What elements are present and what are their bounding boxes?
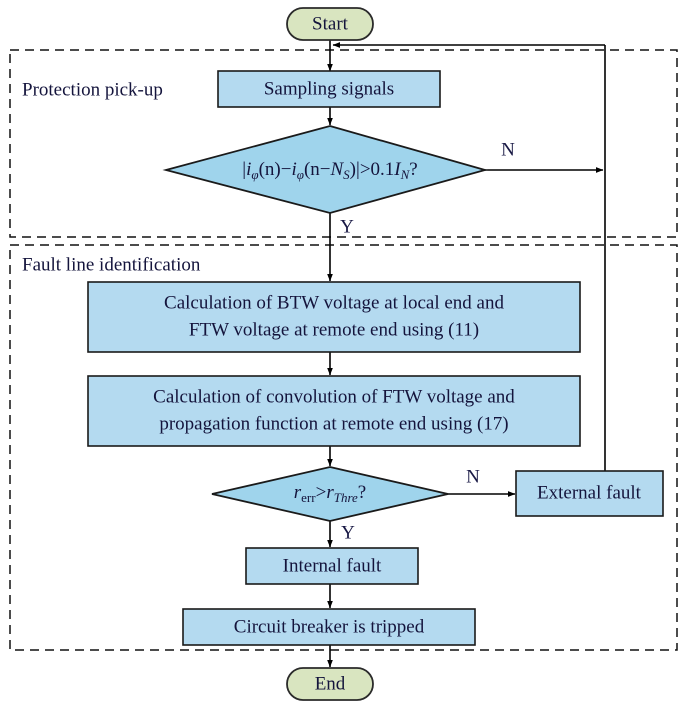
formula-bar-open: | [242, 159, 246, 180]
branch-label-threshold-yes: Y [341, 522, 355, 543]
calc-btw-line2: FTW voltage at remote end using (11) [189, 319, 479, 340]
end-capsule [286, 667, 374, 701]
threshold-r1: r [294, 482, 302, 503]
calc-btw-box [87, 281, 581, 353]
threshold-qmark: ? [358, 482, 366, 503]
node-end[interactable]: End [286, 667, 374, 701]
sampling-signals-box [217, 70, 441, 108]
branch-label-threshold-no: N [466, 466, 480, 487]
node-decision-threshold[interactable]: rerr>rThre? [211, 466, 449, 522]
formula-qmark: ? [409, 159, 417, 180]
node-external-fault[interactable]: External fault [515, 470, 664, 517]
formula-sub-N: N [400, 167, 411, 182]
group-protection-label: Protection pick-up [22, 79, 163, 100]
calc-convolution-box [87, 375, 581, 447]
decision-pickup-formula: |iφ(n)−iφ(n−NS)|>0.1IN? [242, 159, 417, 182]
external-fault-label: External fault [537, 482, 642, 503]
formula-p1: (n) [259, 159, 281, 180]
node-internal-fault[interactable]: Internal fault [245, 547, 419, 585]
group-protection-box [9, 49, 678, 238]
formula-gt: > [360, 159, 371, 180]
group-fault-box [9, 244, 678, 651]
formula-p2-close: ) [350, 159, 356, 180]
group-fault-label: Fault line identification [22, 254, 201, 275]
formula-sub-phi2: φ [297, 167, 304, 182]
decision-pickup-diamond [162, 125, 489, 214]
node-start[interactable]: Start [286, 7, 374, 41]
branch-label-pickup-yes: Y [340, 216, 354, 237]
external-fault-box [515, 470, 664, 517]
formula-sub-S: S [343, 167, 350, 182]
formula-value: 0.1 [371, 159, 395, 180]
node-calc-btw[interactable]: Calculation of BTW voltage at local end … [87, 281, 581, 353]
calc-convolution-line2: propagation function at remote end using… [159, 413, 508, 434]
node-sampling-signals[interactable]: Sampling signals [217, 70, 441, 108]
internal-fault-box [245, 547, 419, 585]
formula-i2: i [291, 159, 296, 180]
formula-i1: i [246, 159, 251, 180]
branch-label-pickup-no: N [501, 139, 515, 160]
threshold-sub-thre: Thre [334, 490, 358, 505]
end-label: End [315, 673, 346, 694]
node-decision-pickup[interactable]: |iφ(n)−iφ(n−NS)|>0.1IN? [162, 125, 489, 214]
calc-btw-line1: Calculation of BTW voltage at local end … [164, 292, 504, 313]
formula-N: N [329, 159, 344, 180]
start-label: Start [312, 13, 349, 34]
formula-I: I [393, 159, 402, 180]
node-circuit-breaker[interactable]: Circuit breaker is tripped [182, 608, 476, 646]
circuit-breaker-label: Circuit breaker is tripped [234, 616, 425, 637]
formula-sub-phi1: φ [251, 167, 258, 182]
calc-convolution-line1: Calculation of convolution of FTW voltag… [153, 386, 515, 407]
formula-minus: − [281, 159, 292, 180]
threshold-sub-err: err [301, 490, 316, 505]
node-calc-convolution[interactable]: Calculation of convolution of FTW voltag… [87, 375, 581, 447]
decision-threshold-formula: rerr>rThre? [294, 482, 366, 505]
formula-p2-open: (n [304, 159, 320, 180]
threshold-r2: r [326, 482, 334, 503]
start-capsule [286, 7, 374, 41]
circuit-breaker-box [182, 608, 476, 646]
threshold-gt: > [316, 482, 327, 503]
decision-threshold-diamond [211, 466, 449, 522]
internal-fault-label: Internal fault [283, 555, 382, 576]
sampling-signals-label: Sampling signals [264, 78, 394, 99]
formula-bar-close: | [356, 159, 360, 180]
formula-minus2: − [320, 159, 331, 180]
